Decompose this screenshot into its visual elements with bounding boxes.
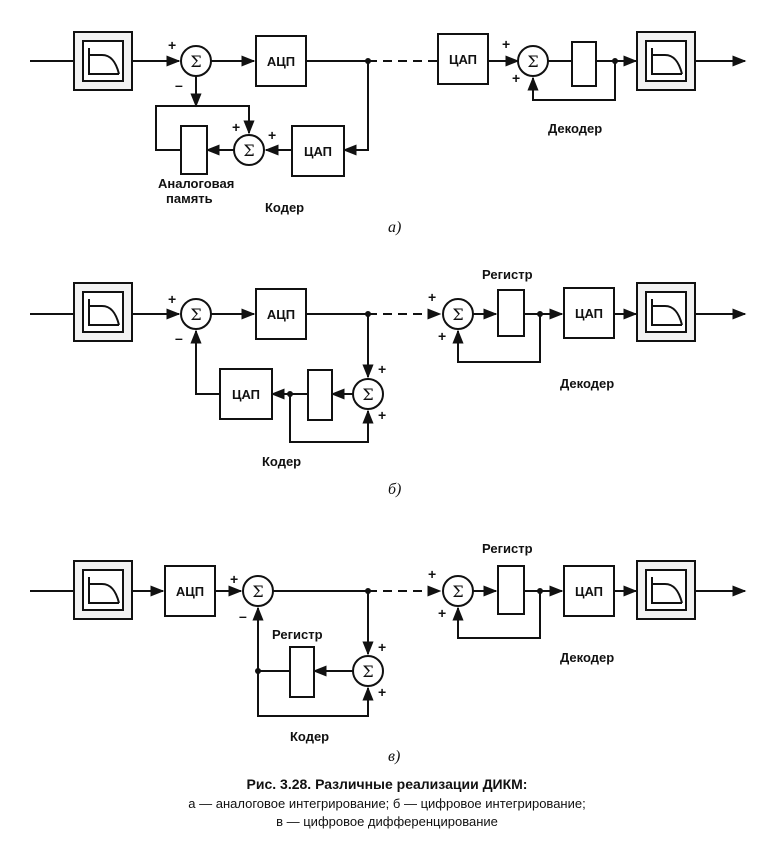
svg-text:Σ: Σ [252, 582, 263, 601]
svg-text:+: + [268, 127, 276, 143]
svg-text:+: + [502, 36, 510, 52]
svg-text:+: + [512, 70, 520, 86]
svg-text:+: + [232, 119, 240, 135]
figure-caption-title: Рис. 3.28. Различные реализации ДИКМ: [247, 776, 528, 792]
input-filter-icon [73, 31, 133, 91]
adc-block [255, 35, 307, 87]
svg-text:+: + [378, 639, 386, 655]
register-block [307, 369, 333, 421]
svg-text:+: + [168, 291, 176, 307]
dac-block [437, 33, 489, 85]
svg-text:+: + [168, 37, 176, 53]
register-block [497, 289, 525, 337]
svg-text:Σ: Σ [190, 52, 201, 71]
svg-text:ЦАП: ЦАП [304, 144, 332, 159]
svg-text:Декодер: Декодер [548, 121, 602, 136]
svg-text:Декодер: Декодер [560, 650, 614, 665]
figure-caption-line3: в — цифровое дифференцирование [276, 814, 498, 829]
svg-text:+: + [438, 605, 446, 621]
svg-text:а): а) [388, 219, 401, 236]
svg-text:б): б) [388, 481, 401, 498]
svg-text:+: + [230, 571, 238, 587]
svg-text:АЦП: АЦП [267, 54, 295, 69]
svg-text:Аналоговая: Аналоговая [158, 176, 234, 191]
svg-text:в): в) [388, 748, 400, 765]
svg-text:ЦАП: ЦАП [575, 584, 603, 599]
svg-text:Регистр: Регистр [482, 267, 533, 282]
svg-text:Декодер: Декодер [560, 376, 614, 391]
svg-text:+: + [428, 289, 436, 305]
register-block [571, 41, 597, 87]
svg-text:Кодер: Кодер [265, 200, 304, 215]
svg-text:ЦАП: ЦАП [449, 52, 477, 67]
register-block [289, 646, 315, 698]
output-filter-icon [636, 31, 696, 91]
svg-text:Кодер: Кодер [290, 729, 329, 744]
svg-text:+: + [378, 684, 386, 700]
svg-text:+: + [428, 566, 436, 582]
svg-text:–: – [175, 77, 183, 93]
svg-text:+: + [378, 361, 386, 377]
svg-text:Σ: Σ [190, 305, 201, 324]
svg-text:–: – [239, 608, 247, 624]
svg-text:память: память [166, 191, 213, 206]
dac-block [219, 368, 273, 420]
svg-text:Кодер: Кодер [262, 454, 301, 469]
svg-text:Σ: Σ [527, 52, 538, 71]
dac-block [563, 287, 615, 339]
analog-memory-block [180, 125, 208, 175]
svg-text:–: – [175, 330, 183, 346]
svg-text:Регистр: Регистр [272, 627, 323, 642]
input-filter-icon [73, 560, 133, 620]
diagram-v: АЦП Σ + – Σ + + Регистр ЦАП Декодер Σ + … [30, 541, 747, 765]
svg-text:ЦАП: ЦАП [575, 306, 603, 321]
svg-text:АЦП: АЦП [176, 584, 204, 599]
output-filter-icon [636, 282, 696, 342]
svg-text:Σ: Σ [452, 582, 463, 601]
input-filter-icon [73, 282, 133, 342]
diagram-b: Σ + – АЦП Σ + + Регистр ЦАП Декодер Σ + … [30, 267, 747, 498]
output-filter-icon [636, 560, 696, 620]
diagram-a: Σ + – АЦП ЦАП Σ + + Декодер ЦАП Σ + + [30, 31, 747, 236]
dac-block [291, 125, 345, 177]
svg-text:Σ: Σ [243, 141, 254, 160]
svg-text:АЦП: АЦП [267, 307, 295, 322]
dac-block [563, 565, 615, 617]
svg-text:+: + [378, 407, 386, 423]
svg-text:Регистр: Регистр [482, 541, 533, 556]
svg-text:ЦАП: ЦАП [232, 387, 260, 402]
figure-caption-line2: а — аналоговое интегрирование; б — цифро… [188, 796, 585, 811]
adc-block [164, 565, 216, 617]
svg-text:Σ: Σ [362, 385, 373, 404]
svg-text:+: + [438, 328, 446, 344]
svg-text:Σ: Σ [362, 662, 373, 681]
svg-text:Σ: Σ [452, 305, 463, 324]
register-block [497, 565, 525, 615]
